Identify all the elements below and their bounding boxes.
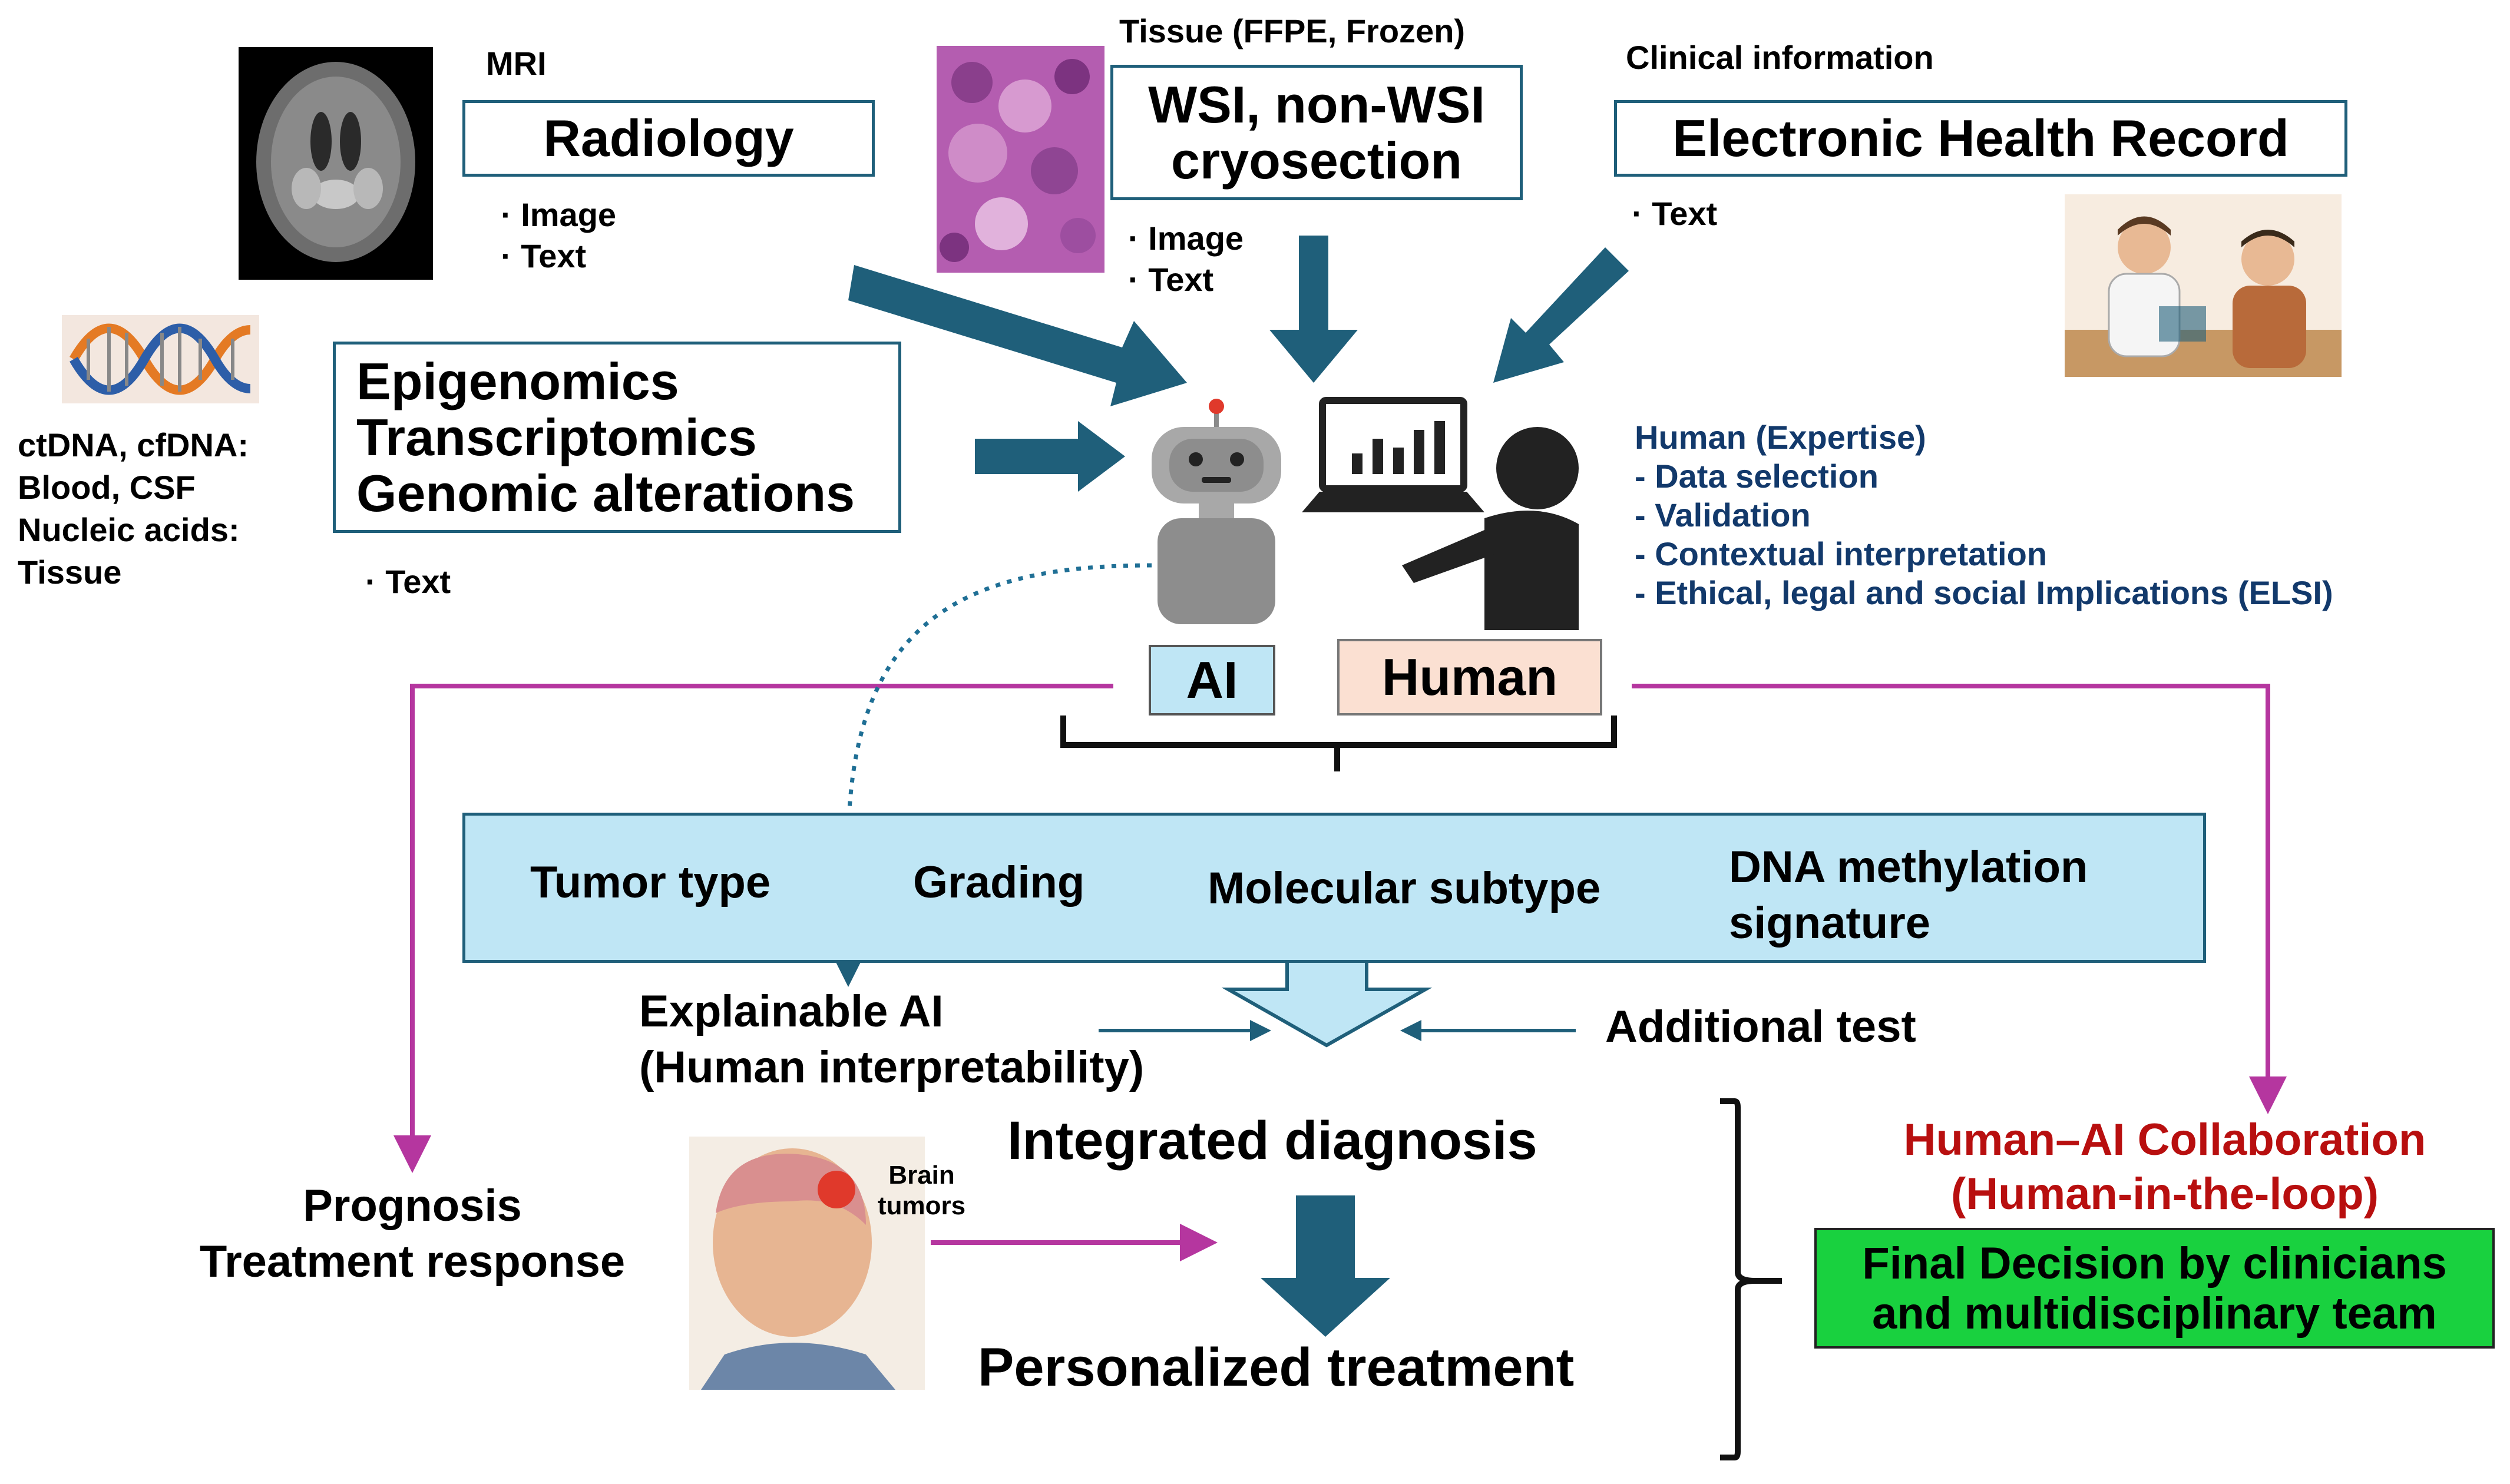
- robot-icon: [1152, 399, 1281, 624]
- omics-title-line: Epigenomics: [356, 352, 679, 410]
- radiology-bullet: · Text: [501, 237, 587, 274]
- omics-bullet: · Text: [365, 563, 451, 600]
- liquid-biopsy-text: ctDNA, cfDNA: Blood, CSF Nucleic acids: …: [18, 424, 249, 594]
- final-decision-line: and multidisciplinary team: [1872, 1288, 2437, 1339]
- radiology-box: Radiology: [462, 100, 875, 177]
- liquid-biopsy-line: Nucleic acids:: [18, 511, 240, 548]
- final-decision-line: Final Decision by clinicians: [1862, 1238, 2447, 1288]
- ehr-title: Electronic Health Record: [1672, 109, 2289, 167]
- ehr-bullet: · Text: [1632, 195, 1718, 232]
- omics-title-line: Transcriptomics: [356, 408, 757, 466]
- doctor-patient-illustration: [2065, 194, 2342, 377]
- integrated-diagnosis-label: Integrated diagnosis: [1007, 1111, 1537, 1171]
- human-with-laptop-icon: [1302, 397, 1579, 630]
- brain-tumors-line: tumors: [878, 1191, 966, 1220]
- prognosis-line: Treatment response: [199, 1237, 626, 1287]
- ehr-arrow: [1493, 247, 1629, 383]
- omics-box: Epigenomics Transcriptomics Genomic alte…: [333, 342, 901, 533]
- histology-image: [937, 46, 1104, 273]
- wsi-title-line: WSI, non-WSI: [1148, 75, 1485, 134]
- additional-test-label: Additional test: [1605, 1002, 1916, 1052]
- omics-arrow: [975, 421, 1125, 492]
- dna-methylation-line: signature: [1729, 898, 1931, 948]
- tumor-type-label: Tumor type: [530, 857, 771, 907]
- liquid-biopsy-line: Blood, CSF: [18, 469, 196, 506]
- liquid-biopsy-line: ctDNA, cfDNA:: [18, 426, 249, 463]
- personalized-treatment-label: Personalized treatment: [978, 1337, 1575, 1397]
- mri-label: MRI: [486, 45, 547, 82]
- ai-human-brace: [1060, 716, 1617, 771]
- mri-image: [239, 47, 433, 280]
- dna-helix-icon: [62, 315, 259, 403]
- human-expertise-list: Human (Expertise) - Data selection - Val…: [1635, 418, 2333, 612]
- diagnosis-bar: [462, 813, 2206, 963]
- wsi-title-line: cryosection: [1171, 131, 1462, 190]
- human-expertise-item: - Contextual interpretation: [1635, 535, 2048, 572]
- wsi-bullet: · Image: [1128, 220, 1244, 257]
- omics-title-line: Genomic alterations: [356, 464, 855, 522]
- ai-prognosis-line: [393, 684, 1113, 1173]
- human-expertise-item: - Ethical, legal and social Implications…: [1635, 574, 2333, 611]
- radiology-arrow: [848, 265, 1187, 406]
- wsi-arrow: [1269, 236, 1358, 383]
- radiology-bullets: · Image · Text: [501, 194, 616, 277]
- dna-methylation-line: DNA methylation: [1729, 842, 2088, 892]
- robot-explainable-dotted-line: [836, 563, 1152, 987]
- human-label-box: Human: [1337, 639, 1602, 716]
- clinical-label: Clinical information: [1626, 39, 1934, 76]
- collaboration-title: Human–AI Collaboration (Human-in-the-loo…: [1826, 1113, 2504, 1221]
- final-decision-box: Final Decision by clinicians and multidi…: [1814, 1228, 2495, 1349]
- ai-label-box: AI: [1149, 645, 1275, 716]
- grading-label: Grading: [913, 857, 1085, 907]
- brain-tumors-line: Brain: [888, 1161, 955, 1190]
- radiology-title: Radiology: [543, 109, 794, 167]
- input-arrows: [848, 236, 1629, 492]
- human-expertise-item: - Validation: [1635, 496, 1811, 534]
- outcome-brace: [1720, 1098, 1782, 1460]
- tissue-label: Tissue (FFPE, Frozen): [1119, 12, 1466, 49]
- human-label: Human: [1381, 648, 1558, 706]
- radiology-bullet: · Image: [501, 196, 617, 233]
- ehr-box: Electronic Health Record: [1614, 100, 2347, 177]
- explainable-ai-text: Explainable AI (Human interpretability): [639, 983, 1144, 1095]
- wsi-bullets: · Image · Text: [1128, 218, 1244, 300]
- prognosis-text: Prognosis Treatment response: [153, 1178, 672, 1290]
- explainable-ai-line: Explainable AI: [639, 986, 944, 1036]
- wsi-box: WSI, non-WSI cryosection: [1110, 65, 1523, 200]
- wsi-bullet: · Text: [1128, 261, 1214, 298]
- human-expertise-item: Human (Expertise): [1635, 419, 1926, 456]
- molecular-subtype-label: Molecular subtype: [1208, 863, 1601, 913]
- ai-label: AI: [1186, 651, 1238, 709]
- bar-down-arrow: [1221, 958, 1433, 1048]
- human-expertise-item: - Data selection: [1635, 458, 1879, 495]
- integrated-to-personalized-arrow: [1261, 1195, 1390, 1337]
- explainable-ai-line: (Human interpretability): [639, 1042, 1145, 1092]
- liquid-biopsy-line: Tissue: [18, 554, 122, 591]
- brain-tumor-patient-illustration: [689, 1137, 925, 1390]
- human-collaboration-line: [1632, 684, 2287, 1114]
- prognosis-line: Prognosis: [303, 1181, 522, 1231]
- brain-tumors-label: Brain tumors: [878, 1160, 965, 1221]
- collaboration-title-line: Human–AI Collaboration: [1903, 1115, 2426, 1165]
- dna-methylation-label: DNA methylation signature: [1729, 839, 2088, 951]
- collaboration-title-line: (Human-in-the-loop): [1950, 1169, 2379, 1219]
